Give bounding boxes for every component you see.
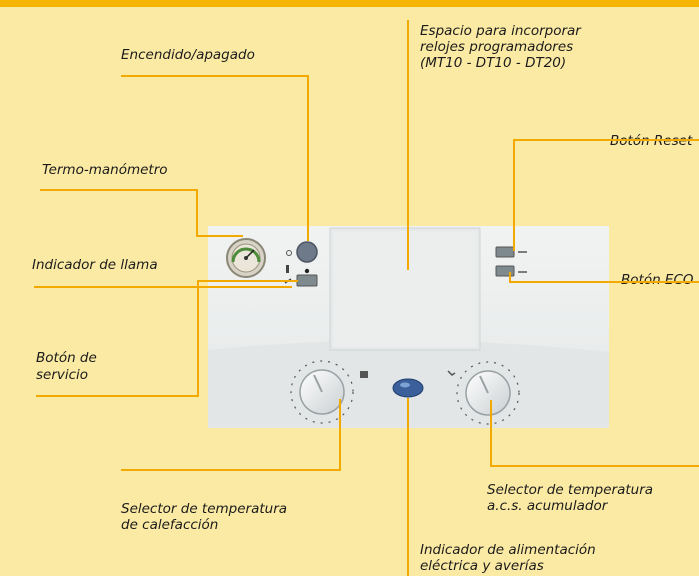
radiator-icon: [360, 371, 368, 378]
label-servicio-line1: Botón de: [36, 350, 97, 366]
leader-lines: [34, 20, 699, 576]
leader-encendido: [121, 75, 309, 241]
leader-selector-acs: [490, 400, 699, 467]
label-espacio-line3: (MT10 - DT10 - DT20): [420, 55, 567, 71]
label-espacio-line2: relojes programadores: [420, 39, 574, 55]
label-espacio-line1: Espacio para incorporar: [420, 23, 581, 39]
power-button[interactable]: [296, 241, 318, 263]
heating-temperature-knob[interactable]: [290, 360, 354, 424]
leader-reset: [513, 139, 699, 251]
top-accent-bar: [0, 0, 699, 7]
flame-indicator-led: [304, 268, 310, 274]
leader-selector-calefaccion: [121, 399, 341, 471]
label-boton-eco: Botón ECO: [621, 272, 694, 288]
label-selector-acs-line2: a.c.s. acumulador: [487, 498, 608, 514]
label-selector-acs-line1: Selector de temperatura: [487, 482, 654, 498]
eco-button[interactable]: [495, 265, 515, 277]
power-fault-indicator: [392, 378, 424, 398]
label-encendido: Encendido/apagado: [121, 47, 255, 63]
label-indicador-llama: Indicador de llama: [32, 257, 158, 273]
service-button[interactable]: [296, 274, 318, 287]
thermo-manometer-gauge: [226, 238, 266, 278]
dhw-temperature-knob[interactable]: [456, 361, 520, 425]
leader-servicio: [36, 280, 298, 397]
label-alimentacion-line1: Indicador de alimentación: [420, 542, 596, 558]
reset-button[interactable]: [495, 246, 515, 258]
label-selector-calefaccion-line1: Selector de temperatura: [121, 501, 288, 517]
tap-icon: [447, 370, 456, 376]
programmer-slot-inner: [333, 231, 477, 347]
leader-termo: [40, 189, 243, 237]
label-alimentacion-line2: eléctrica y averías: [420, 558, 544, 574]
label-servicio-line2: servicio: [36, 367, 89, 383]
label-selector-calefaccion-line2: de calefacción: [121, 517, 219, 533]
label-termo-manometro: Termo-manómetro: [42, 162, 168, 178]
leader-eco: [509, 272, 699, 283]
power-symbol-icon: [286, 250, 292, 256]
flame-indicator-icon: [286, 265, 289, 273]
